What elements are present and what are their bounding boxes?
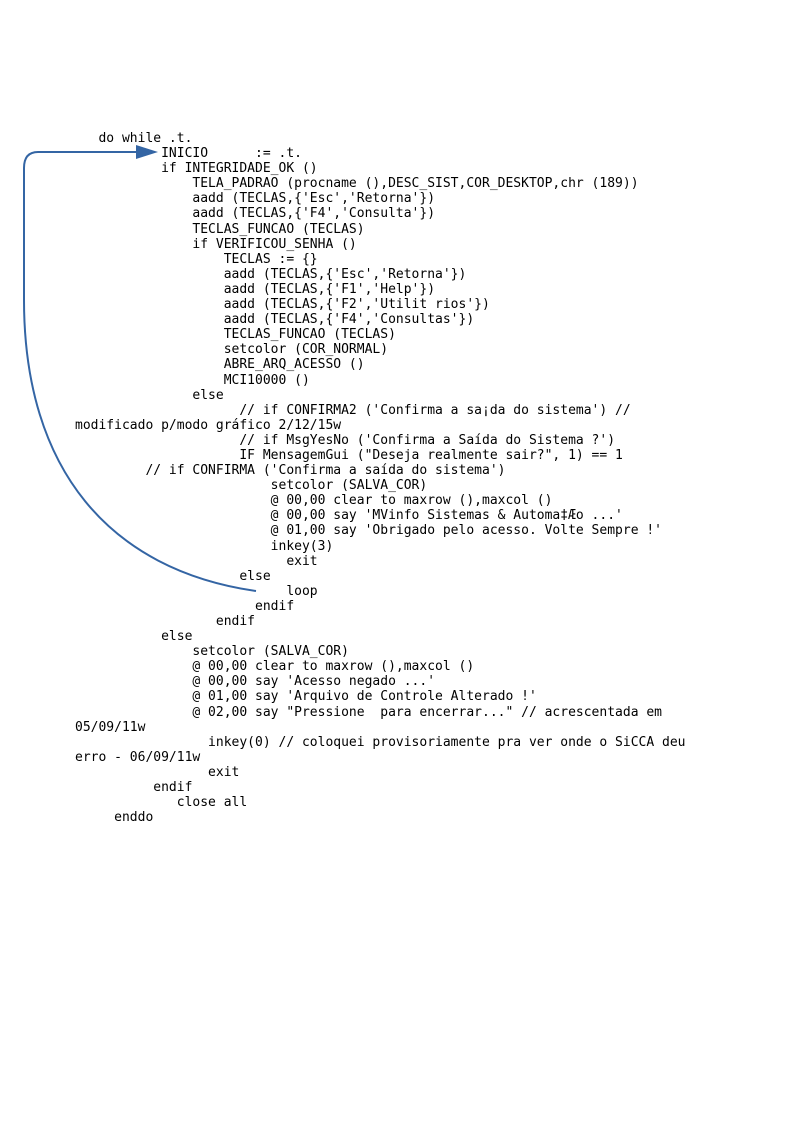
code-line: @ 01,00 say 'Arquivo de Controle Alterad… — [75, 689, 537, 705]
code-line: @ 00,00 say 'MVinfo Sistemas & Automa‡Æo… — [75, 508, 623, 524]
code-line: setcolor (SALVA_COR) — [75, 478, 428, 494]
code-line: TELA_PADRAO (procname (),DESC_SIST,COR_D… — [75, 176, 639, 192]
code-line: inkey(0) // coloquei provisoriamente pra… — [75, 734, 686, 750]
code-line: IF MensagemGui ("Deseja realmente sair?"… — [75, 447, 623, 463]
code-line: MCI10000 () — [75, 372, 310, 388]
code-line: // if CONFIRMA2 ('Confirma a sa¡da do si… — [75, 402, 631, 418]
code-line: endif — [75, 780, 193, 796]
code-line: TECLAS_FUNCAO (TECLAS) — [75, 327, 396, 343]
code-document: do while .t. INICIO := .t. if INTEGRIDAD… — [75, 131, 685, 825]
code-line: endif — [75, 614, 256, 629]
code-line: 05/09/11w — [75, 719, 146, 735]
code-line: else — [75, 568, 271, 584]
code-line: // if CONFIRMA ('Confirma a saída do sis… — [75, 463, 506, 479]
code-line: @ 00,00 say 'Acesso negado ...' — [75, 674, 436, 690]
code-line: @ 00,00 clear to maxrow (),maxcol () — [75, 493, 553, 509]
code-line: do while .t. — [75, 131, 193, 146]
code-line: else — [75, 629, 193, 645]
code-line: exit — [75, 553, 318, 569]
code-line: @ 02,00 say "Pressione para encerrar..."… — [75, 704, 662, 720]
code-line: @ 01,00 say 'Obrigado pelo acesso. Volte… — [75, 523, 662, 539]
code-line: aadd (TECLAS,{'F1','Help'}) — [75, 281, 436, 297]
code-line: setcolor (SALVA_COR) — [75, 644, 349, 660]
code-line: TECLAS := {} — [75, 251, 318, 267]
code-line: aadd (TECLAS,{'F4','Consultas'}) — [75, 312, 475, 328]
code-line: close all — [75, 795, 248, 811]
code-line: aadd (TECLAS,{'F2','Utilit rios'}) — [75, 297, 490, 313]
code-line: loop — [75, 583, 318, 599]
code-line: TECLAS_FUNCAO (TECLAS) — [75, 221, 365, 237]
code-line: else — [75, 387, 224, 403]
code-lines: do while .t. INICIO := .t. if INTEGRIDAD… — [75, 131, 685, 825]
code-line: if INTEGRIDADE_OK () — [75, 161, 318, 177]
code-line: erro - 06/09/11w — [75, 749, 201, 765]
code-line: // if MsgYesNo ('Confirma a Saída do Sis… — [75, 432, 616, 448]
code-line: if VERIFICOU_SENHA () — [75, 236, 357, 252]
code-line: endif — [75, 598, 295, 614]
code-line: inkey(3) — [75, 538, 334, 554]
code-line: ABRE_ARQ_ACESSO () — [75, 357, 365, 373]
code-line: aadd (TECLAS,{'Esc','Retorna'}) — [75, 266, 467, 282]
code-line: @ 00,00 clear to maxrow (),maxcol () — [75, 659, 475, 675]
code-line: modificado p/modo gráfico 2/12/15w — [75, 417, 342, 433]
code-line: aadd (TECLAS,{'F4','Consulta'}) — [75, 206, 436, 222]
code-line: aadd (TECLAS,{'Esc','Retorna'}) — [75, 191, 436, 207]
code-line: exit — [75, 764, 240, 780]
code-line: INICIO := .t. — [75, 146, 302, 162]
code-line: enddo — [75, 810, 154, 826]
code-line: setcolor (COR_NORMAL) — [75, 342, 389, 358]
